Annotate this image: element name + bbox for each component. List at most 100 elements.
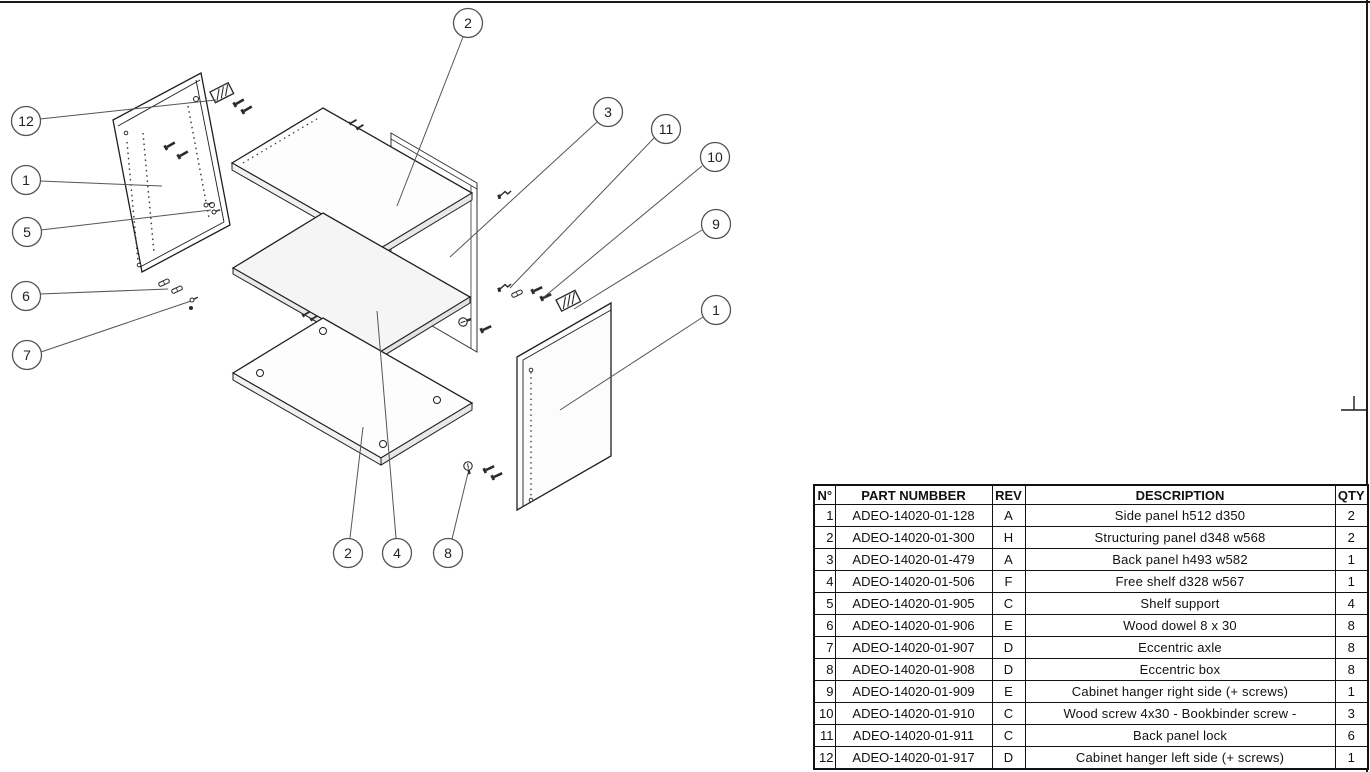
cell-part-number: ADEO-14020-01-506 xyxy=(834,570,993,593)
wood-dowel-icon xyxy=(510,289,524,299)
balloon-label: 9 xyxy=(712,216,720,232)
balloon-8: 8 xyxy=(432,537,464,569)
cell-no: 4 xyxy=(813,570,836,593)
leader-lines xyxy=(39,36,704,540)
balloon-label: 1 xyxy=(22,172,30,188)
cell-description: Eccentric box xyxy=(1024,658,1336,681)
back-panel-lock-icon xyxy=(496,189,513,200)
parts-table-header-row: N° PART NUMBBER REV DESCRIPTION QTY xyxy=(813,484,1369,505)
wood-dowel-icon xyxy=(157,278,171,288)
cell-no: 12 xyxy=(813,746,836,770)
side-panel-right xyxy=(516,301,612,512)
cell-part-number: ADEO-14020-01-908 xyxy=(834,658,993,681)
cell-rev: A xyxy=(991,548,1026,571)
balloon-11: 11 xyxy=(650,113,682,145)
cell-qty: 3 xyxy=(1334,702,1369,725)
cell-no: 6 xyxy=(813,614,836,637)
balloon-label: 10 xyxy=(707,149,723,165)
cell-no: 2 xyxy=(813,526,836,549)
table-row: 8 ADEO-14020-01-908 D Eccentric box 8 xyxy=(813,658,1369,681)
balloon-callouts: 2 12 1 5 6 7 3 11 xyxy=(10,7,732,569)
balloon-label: 12 xyxy=(18,113,34,129)
balloon-5: 5 xyxy=(11,216,43,248)
balloon-3: 3 xyxy=(592,96,624,128)
cell-rev: C xyxy=(991,702,1026,725)
cell-part-number: ADEO-14020-01-909 xyxy=(834,680,993,703)
wood-screw-icon xyxy=(539,291,553,302)
cell-rev: D xyxy=(991,658,1026,681)
cell-part-number: ADEO-14020-01-910 xyxy=(834,702,993,725)
cell-no: 9 xyxy=(813,680,836,703)
cell-rev: D xyxy=(991,636,1026,659)
table-row: 1 ADEO-14020-01-128 A Side panel h512 d3… xyxy=(813,504,1369,527)
table-row: 5 ADEO-14020-01-905 C Shelf support 4 xyxy=(813,592,1369,615)
eccentric-axle-icon xyxy=(189,306,193,310)
cell-part-number: ADEO-14020-01-907 xyxy=(834,636,993,659)
col-header-qty: QTY xyxy=(1334,484,1369,505)
table-row: 6 ADEO-14020-01-906 E Wood dowel 8 x 30 … xyxy=(813,614,1369,637)
cell-description: Back panel h493 w582 xyxy=(1024,548,1336,571)
cell-no: 7 xyxy=(813,636,836,659)
cell-part-number: ADEO-14020-01-479 xyxy=(834,548,993,571)
table-row: 4 ADEO-14020-01-506 F Free shelf d328 w5… xyxy=(813,570,1369,593)
balloon-label: 5 xyxy=(23,224,31,240)
cell-description: Structuring panel d348 w568 xyxy=(1024,526,1336,549)
col-header-part-number: PART NUMBBER xyxy=(834,484,993,505)
cell-no: 11 xyxy=(813,724,836,747)
side-panel-left xyxy=(112,72,231,273)
col-header-no: N° xyxy=(813,484,836,505)
balloon-label: 8 xyxy=(444,545,452,561)
cell-part-number: ADEO-14020-01-300 xyxy=(834,526,993,549)
cell-description: Wood screw 4x30 - Bookbinder screw - xyxy=(1024,702,1336,725)
balloon-label: 6 xyxy=(22,288,30,304)
cell-part-number: ADEO-14020-01-905 xyxy=(834,592,993,615)
wood-screw-icon xyxy=(482,463,496,474)
cell-description: Cabinet hanger left side (+ screws) xyxy=(1024,746,1336,770)
balloon-1-left: 1 xyxy=(10,164,42,196)
wood-screw-icon xyxy=(232,97,246,108)
cell-qty: 1 xyxy=(1334,548,1369,571)
wood-dowel-icon xyxy=(170,285,184,295)
cell-rev: C xyxy=(991,592,1026,615)
cell-qty: 1 xyxy=(1334,746,1369,770)
cell-qty: 2 xyxy=(1334,504,1369,527)
wood-screw-icon xyxy=(240,104,254,115)
cell-qty: 1 xyxy=(1334,570,1369,593)
cell-no: 8 xyxy=(813,658,836,681)
cell-no: 5 xyxy=(813,592,836,615)
cell-qty: 2 xyxy=(1334,526,1369,549)
hardware-items xyxy=(157,82,582,481)
cell-description: Eccentric axle xyxy=(1024,636,1336,659)
cabinet-hanger-right-icon xyxy=(555,289,582,312)
cell-rev: F xyxy=(991,570,1026,593)
cell-qty: 8 xyxy=(1334,636,1369,659)
cell-rev: E xyxy=(991,680,1026,703)
eccentric-box-icon xyxy=(462,460,475,476)
balloon-label: 7 xyxy=(23,347,31,363)
balloon-label: 4 xyxy=(393,545,401,561)
balloon-2-top: 2 xyxy=(452,7,484,39)
cell-description: Side panel h512 d350 xyxy=(1024,504,1336,527)
table-row: 3 ADEO-14020-01-479 A Back panel h493 w5… xyxy=(813,548,1369,571)
balloon-1-right: 1 xyxy=(700,294,732,326)
cell-no: 3 xyxy=(813,548,836,571)
parts-table: N° PART NUMBBER REV DESCRIPTION QTY 1 AD… xyxy=(813,484,1369,770)
table-row: 11 ADEO-14020-01-911 C Back panel lock 6 xyxy=(813,724,1369,747)
cabinet-hanger-left-icon xyxy=(209,82,235,104)
balloon-9: 9 xyxy=(700,208,732,240)
balloon-label: 11 xyxy=(659,121,674,137)
table-row: 7 ADEO-14020-01-907 D Eccentric axle 8 xyxy=(813,636,1369,659)
table-row: 2 ADEO-14020-01-300 H Structuring panel … xyxy=(813,526,1369,549)
balloon-label: 2 xyxy=(464,15,472,31)
cell-description: Free shelf d328 w567 xyxy=(1024,570,1336,593)
cell-rev: E xyxy=(991,614,1026,637)
cell-part-number: ADEO-14020-01-906 xyxy=(834,614,993,637)
cell-qty: 8 xyxy=(1334,614,1369,637)
cell-rev: A xyxy=(991,504,1026,527)
wood-screw-icon xyxy=(479,323,493,334)
cell-part-number: ADEO-14020-01-128 xyxy=(834,504,993,527)
cell-qty: 8 xyxy=(1334,658,1369,681)
cell-description: Cabinet hanger right side (+ screws) xyxy=(1024,680,1336,703)
balloon-10: 10 xyxy=(699,141,731,173)
